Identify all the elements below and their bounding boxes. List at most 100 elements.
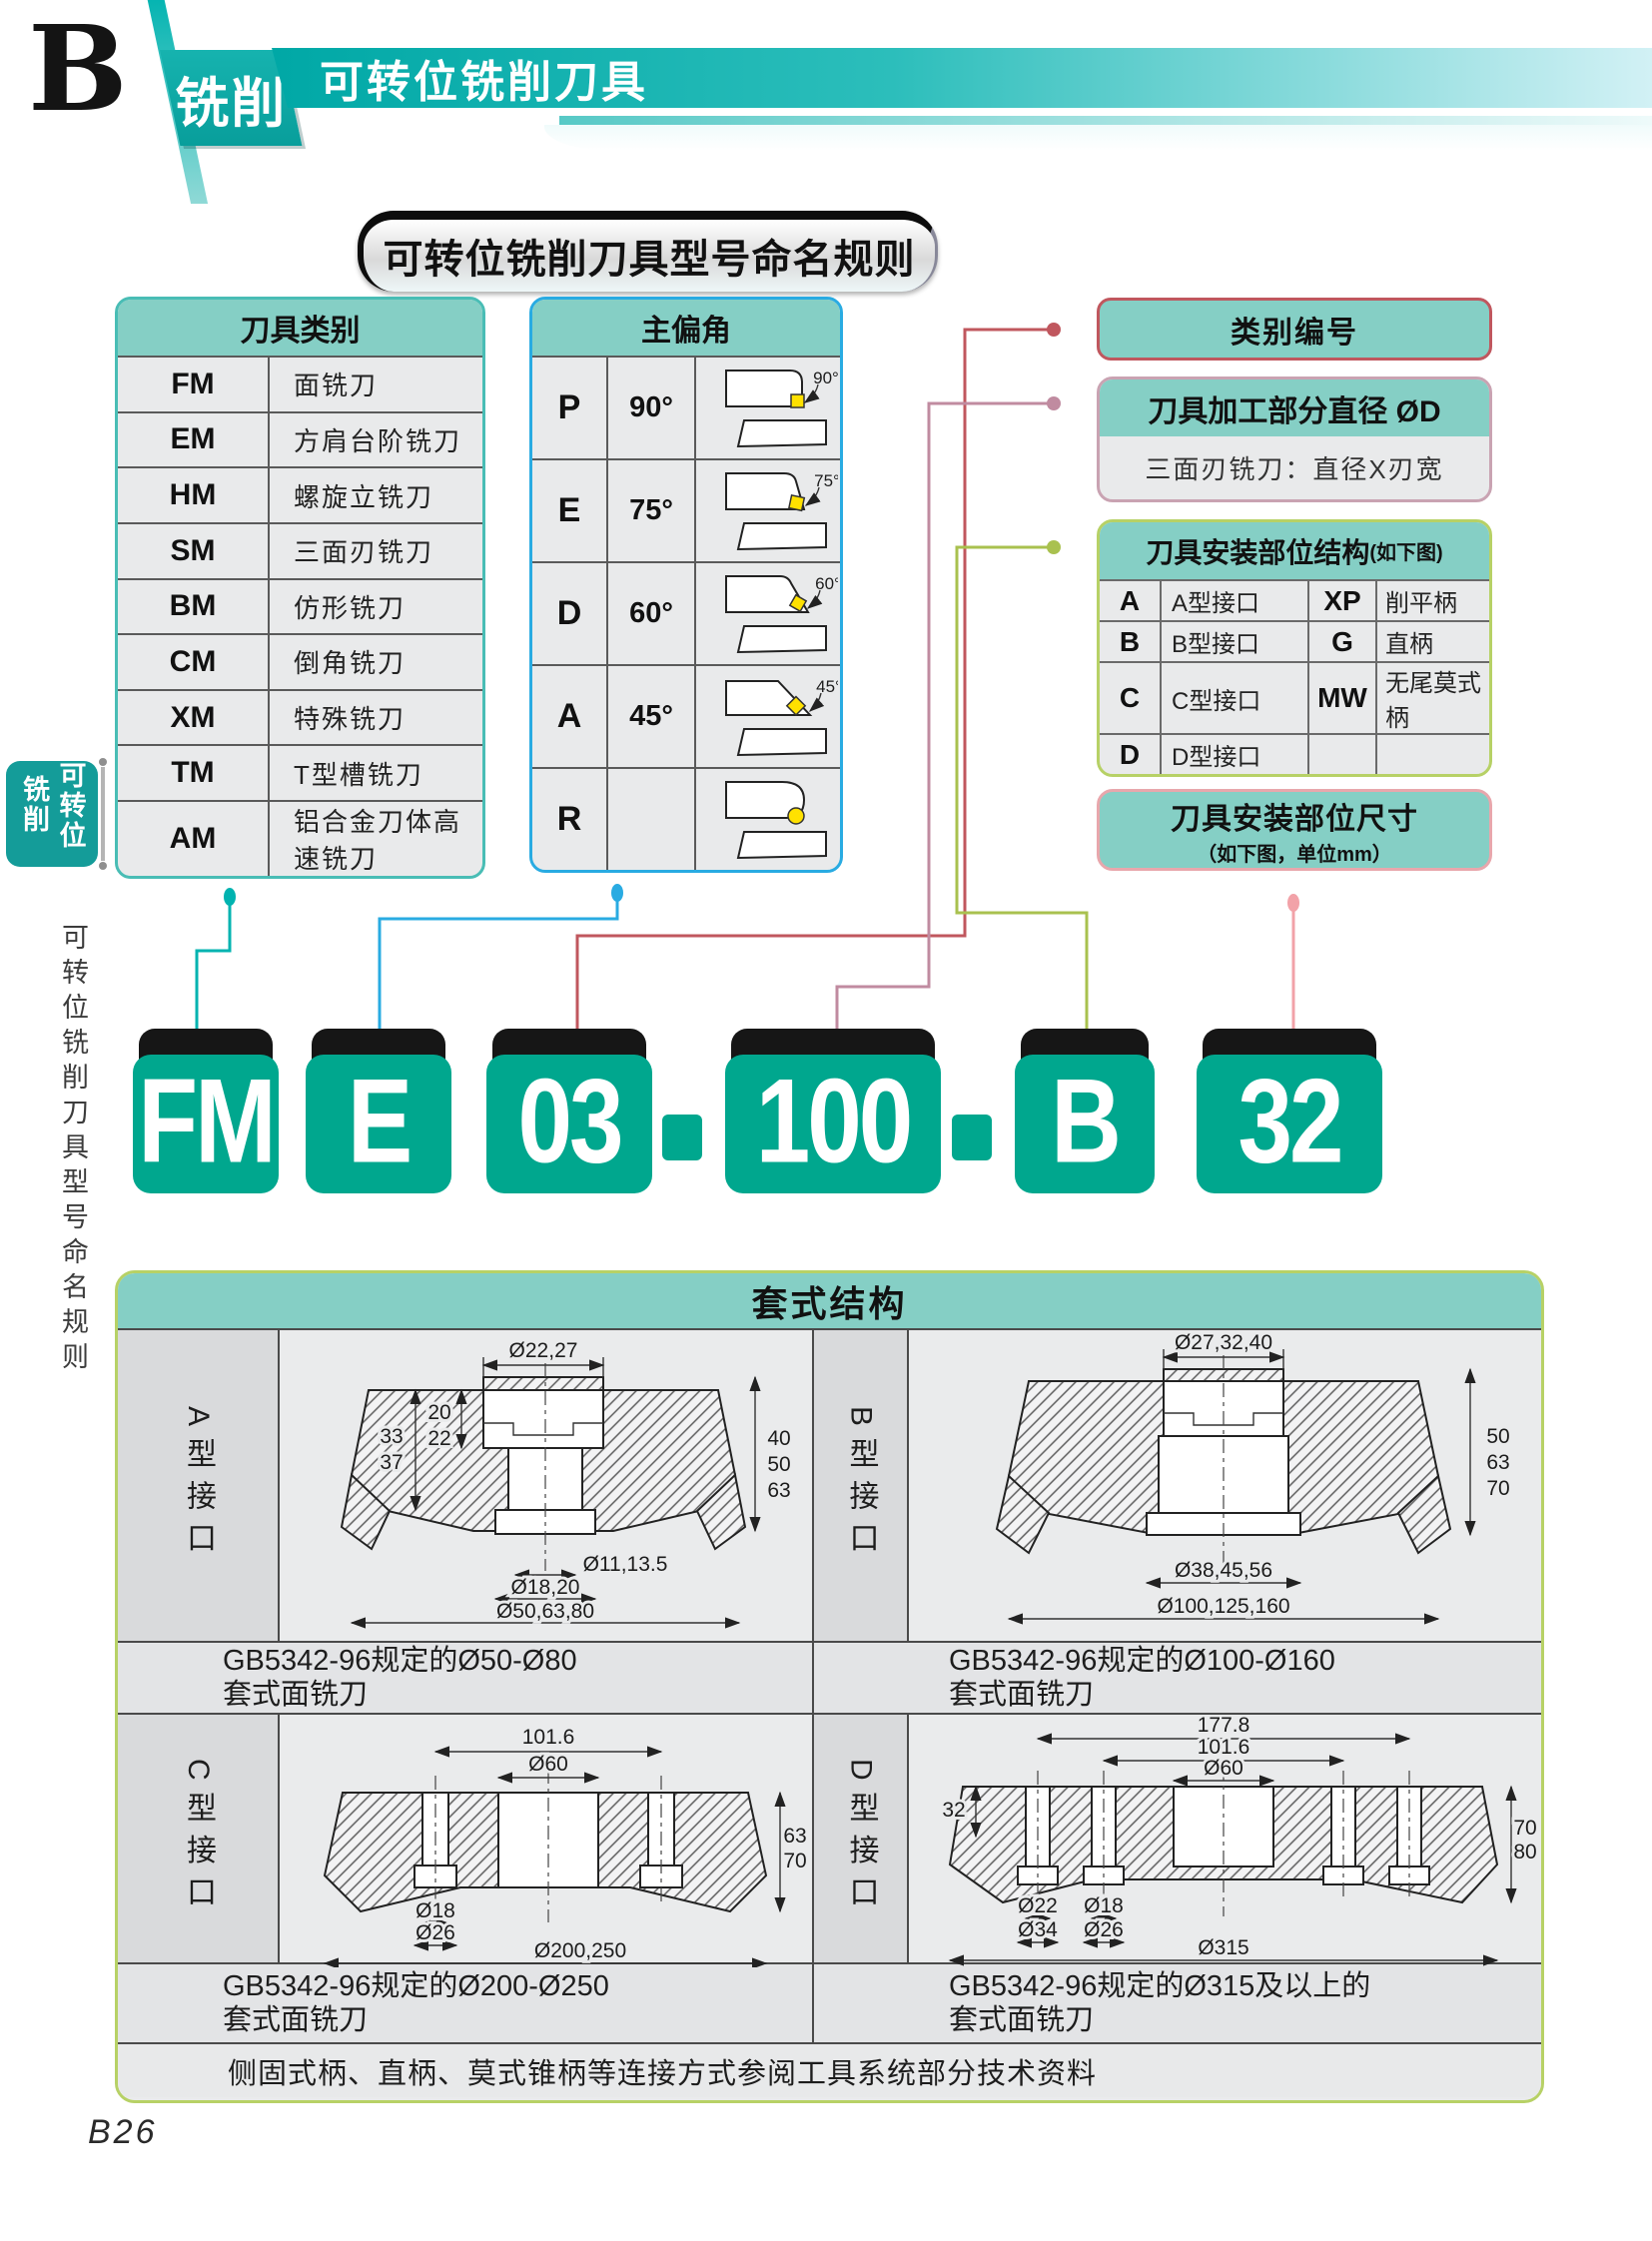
- table-row: P 90° 90°: [532, 356, 840, 458]
- technical-drawing-d: 177.8 101.6 Ø60 32 70 80 Ø22 Ø18 Ø34 Ø26…: [939, 1717, 1539, 1966]
- lead-angle-header: 主偏角: [532, 300, 840, 356]
- code-separator: [952, 1115, 992, 1160]
- svg-text:Ø100,125,160: Ø100,125,160: [1157, 1595, 1289, 1618]
- green-dot: [1047, 540, 1061, 554]
- technical-drawing-c: 101.6 Ø60 63 70 Ø18 Ø26 Ø200,250: [323, 1723, 810, 1967]
- svg-text:Ø50,63,80: Ø50,63,80: [496, 1600, 594, 1623]
- angle-diagram-75: 75°: [696, 460, 840, 561]
- sidebar-tab: 可转位铣削: [6, 761, 98, 867]
- svg-text:60°: 60°: [815, 574, 838, 593]
- section-letter: B: [28, 0, 128, 138]
- cell-label-c: C型接口: [118, 1713, 278, 1962]
- table-row: R: [532, 767, 840, 870]
- tool-category-header: 刀具类别: [118, 300, 482, 356]
- svg-text:Ø22: Ø22: [1018, 1894, 1058, 1917]
- code-block-mount: B: [1015, 1029, 1155, 1193]
- svg-text:Ø22,27: Ø22,27: [509, 1339, 578, 1362]
- svg-text:63: 63: [783, 1825, 806, 1848]
- svg-text:32: 32: [942, 1799, 965, 1822]
- table-row: D 60° 60°: [532, 561, 840, 664]
- technical-drawing-a: Ø22,27 20 22 33 37 40 50 63 Ø11,13.5 Ø18…: [340, 1336, 794, 1629]
- sidebar-rail: [99, 758, 107, 870]
- code-separator: [662, 1115, 702, 1160]
- cell-label-a: A型接口: [118, 1328, 278, 1641]
- naming-rule-banner: 可转位铣削刀具型号命名规则: [358, 211, 938, 292]
- section-tab-label: 铣削: [175, 73, 288, 134]
- header-subcurve: [544, 125, 1652, 151]
- pink-dot: [1287, 894, 1299, 912]
- svg-text:Ø26: Ø26: [1084, 1918, 1124, 1941]
- sidebar-vertical-title: 可转位铣削刀具型号命名规则: [58, 923, 88, 1377]
- caption-d: GB5342-96规定的Ø315及以上的套式面铣刀: [812, 1962, 1541, 2042]
- svg-text:Ø315: Ø315: [1198, 1936, 1248, 1959]
- code-block-diameter: 100: [725, 1029, 941, 1193]
- code-block-category: FM: [133, 1029, 279, 1193]
- svg-text:Ø200,250: Ø200,250: [534, 1939, 626, 1962]
- svg-text:101.6: 101.6: [1198, 1736, 1250, 1759]
- diameter-box-title: 刀具加工部分直径 ØD: [1100, 379, 1489, 436]
- svg-text:Ø60: Ø60: [528, 1753, 568, 1776]
- svg-text:Ø18: Ø18: [1084, 1894, 1124, 1917]
- header-title: 可转位铣削刀具: [320, 58, 648, 107]
- svg-text:Ø18: Ø18: [415, 1899, 455, 1922]
- svg-text:50: 50: [767, 1453, 790, 1476]
- svg-text:101.6: 101.6: [522, 1726, 575, 1749]
- cell-label-b: B型接口: [812, 1328, 907, 1641]
- red-dot: [1047, 323, 1061, 337]
- category-number-box: 类别编号: [1097, 298, 1492, 361]
- svg-text:63: 63: [1486, 1451, 1509, 1474]
- blue-dot: [611, 884, 623, 902]
- svg-text:Ø27,32,40: Ø27,32,40: [1175, 1331, 1272, 1354]
- svg-text:80: 80: [1513, 1841, 1536, 1864]
- svg-text:75°: 75°: [814, 471, 838, 490]
- svg-text:Ø11,13.5: Ø11,13.5: [583, 1553, 668, 1576]
- svg-text:70: 70: [783, 1850, 806, 1872]
- sleeve-note: 侧固式柄、直柄、莫式锥柄等连接方式参阅工具系统部分技术资料: [118, 2042, 1541, 2097]
- mount-size-box: 刀具安装部位尺寸 （如下图，单位mm）: [1097, 789, 1492, 871]
- svg-text:70: 70: [1513, 1817, 1536, 1840]
- page-number: B26: [88, 2113, 158, 2151]
- svg-text:22: 22: [427, 1427, 450, 1450]
- lead-angle-table: 主偏角 P 90° 90° E 75°: [529, 297, 843, 873]
- svg-text:40: 40: [767, 1427, 790, 1450]
- svg-text:70: 70: [1486, 1477, 1509, 1500]
- mount-structure-title: 刀具安装部位结构(如下图): [1100, 522, 1489, 579]
- table-row: E 75° 75°: [532, 458, 840, 561]
- svg-text:90°: 90°: [813, 369, 838, 387]
- naming-rule-title: 可转位铣削刀具型号命名规则: [383, 238, 916, 282]
- svg-text:37: 37: [380, 1451, 403, 1474]
- cell-label-d: D型接口: [812, 1713, 907, 1962]
- svg-text:Ø26: Ø26: [415, 1921, 455, 1944]
- svg-text:Ø18,20: Ø18,20: [511, 1576, 580, 1599]
- diameter-box: 刀具加工部分直径 ØD 三面刃铣刀：直径X刃宽: [1097, 376, 1492, 502]
- svg-text:50: 50: [1486, 1425, 1509, 1448]
- teal-dot: [224, 888, 236, 906]
- svg-text:63: 63: [767, 1479, 790, 1502]
- angle-diagram-45: 45°: [696, 666, 840, 767]
- technical-drawing-b: Ø27,32,40 50 63 70 Ø38,45,56 Ø100,125,16…: [995, 1331, 1513, 1625]
- code-block-number: 03: [486, 1029, 652, 1193]
- diameter-box-body: 三面刃铣刀：直径X刃宽: [1145, 454, 1444, 484]
- code-block-angle: E: [306, 1029, 451, 1193]
- svg-text:177.8: 177.8: [1198, 1717, 1250, 1737]
- angle-diagram-r: [696, 769, 840, 870]
- code-block-size: 32: [1197, 1029, 1382, 1193]
- angle-diagram-60: 60°: [696, 563, 840, 664]
